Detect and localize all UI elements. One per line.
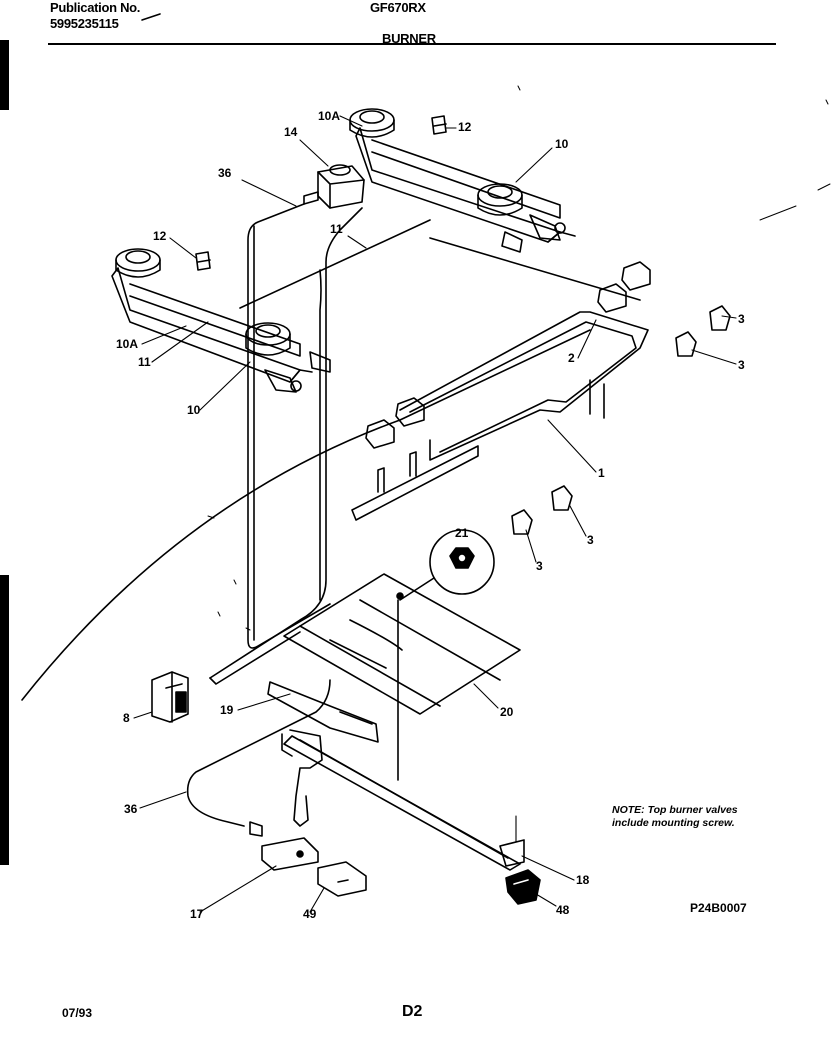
callout-12: 12 [153,229,167,243]
igniter-wires [21,219,641,701]
callout-20: 20 [500,705,514,719]
callout-36: 36 [124,802,138,816]
callout-21: 21 [455,526,469,540]
header-squiggle [141,13,161,21]
page-number: D2 [402,1003,423,1020]
callout-10: 10 [555,137,569,151]
header-rule [48,43,776,45]
callout-19: 19 [220,703,234,717]
callout-14: 14 [284,125,298,139]
heat-shield [283,573,521,781]
bracket-49 [317,861,367,897]
callout-3: 3 [587,533,594,547]
top-burner-valve [365,261,651,449]
scan-edge-mark [0,575,9,865]
model-number: GF670RX [370,0,426,15]
gas-tubing [209,203,363,685]
bracket-18 [499,839,525,867]
bracket-48 [505,869,541,905]
burner-clip [195,251,211,271]
oven-burner-tube [283,735,521,871]
callout-3: 3 [738,358,745,372]
igniter-module [151,671,189,723]
footer-date: 07/93 [62,1006,93,1020]
burner-orifice-fitting [281,729,323,827]
oven-gas-line [186,679,331,837]
note-line-2: include mounting screw. [612,817,735,829]
callout-17: 17 [190,907,204,921]
callout-10A: 10A [318,109,340,123]
callout-2: 2 [568,351,575,365]
callout-48: 48 [556,903,570,917]
callout-8: 8 [123,711,130,725]
callout-leaders [133,115,737,913]
valve-clip [511,509,533,535]
callout-18: 18 [576,873,590,887]
oven-valve-bracket [261,837,319,871]
left-burner-tube [111,267,313,383]
burner-head-front-left [115,248,161,278]
oven-igniter [267,681,379,743]
note-line-1: NOTE: Top burner valves [612,804,738,816]
callout-36: 36 [218,166,232,180]
callout-10A: 10A [116,337,138,351]
burner-clip [431,115,447,135]
pressure-regulator [303,164,365,209]
scan-specks [207,85,831,631]
callout-12: 12 [458,120,472,134]
drawing-code: P24B0007 [690,901,747,915]
burner-head-front-right [245,322,291,356]
callout-1: 1 [598,466,605,480]
manifold-pipe [351,311,649,521]
rear-burner-tube [355,127,576,243]
valve-clip [709,305,731,331]
scan-edge-mark [0,40,9,110]
hex-nut [399,529,495,601]
callout-3: 3 [738,312,745,326]
callout-49: 49 [303,907,317,921]
callout-10: 10 [187,403,201,417]
valve-clip [551,485,573,511]
section-title: BURNER [382,31,436,46]
callout-11: 11 [138,355,151,369]
callout-11: 11 [330,222,343,236]
publication-number: 5995235115 [50,16,119,31]
publication-label: Publication No. [50,0,141,15]
orifice-holders [264,214,566,393]
valve-clip [675,331,697,357]
burner-head-rear-right [477,183,523,216]
callout-3: 3 [536,559,543,573]
